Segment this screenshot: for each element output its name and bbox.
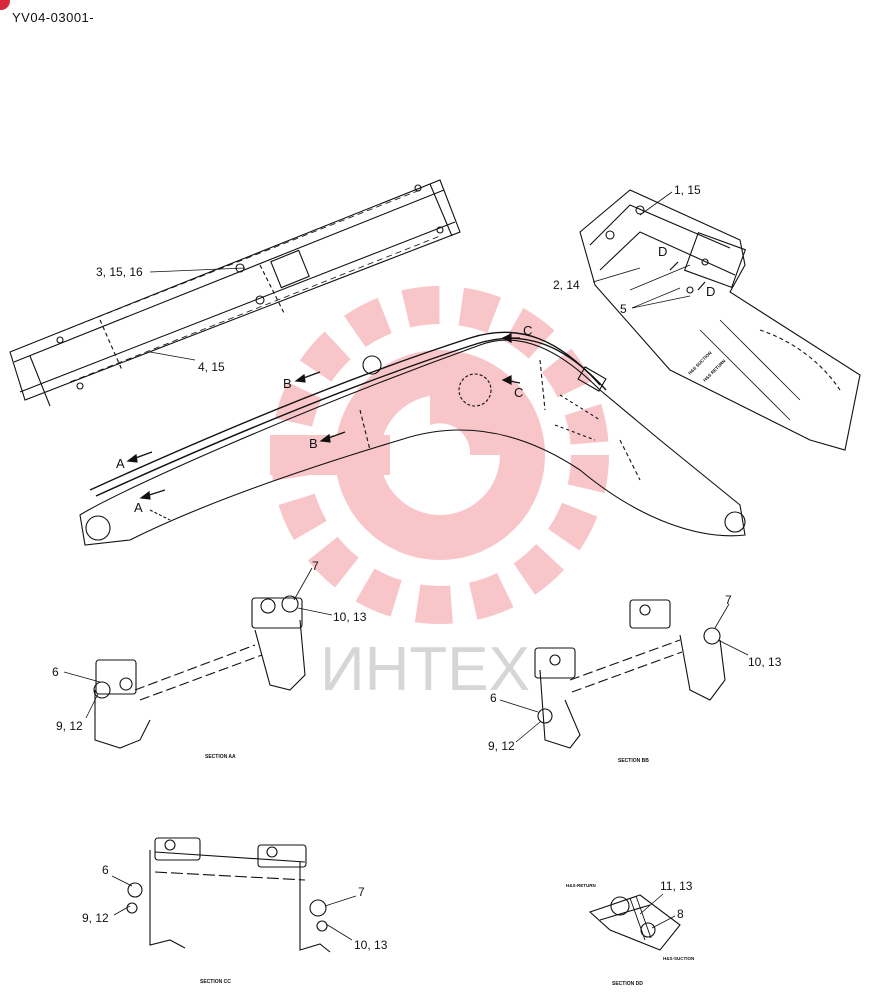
arm-assembly: [9, 179, 461, 407]
watermark-text: ИНТЕХ: [320, 635, 530, 704]
marker-b2: B: [309, 436, 318, 451]
boom-assembly: [79, 331, 746, 546]
section-arrows: [126, 261, 706, 500]
watermark-logo: [270, 286, 609, 624]
marker-d1: D: [658, 244, 667, 259]
section-aa-drawing: [93, 595, 306, 749]
callout-cc-7: 7: [358, 885, 365, 899]
callout-dd-8: 8: [677, 907, 684, 921]
section-aa-title: SECTION AA: [205, 754, 236, 760]
section-dd-drawing: [588, 894, 681, 951]
marker-d2: D: [706, 284, 715, 299]
section-cc-drawing: [126, 837, 331, 953]
callout-aa-6: 6: [52, 665, 59, 679]
tag-hs-return: H&S RETURN: [702, 358, 726, 382]
section-bb-title: SECTION BB: [618, 758, 649, 764]
callout-arm-top: 3, 15, 16: [96, 265, 143, 279]
callout-bb-6: 6: [490, 691, 497, 705]
section-bb-drawing: [534, 599, 726, 749]
section-dd-title: SECTION DD: [612, 981, 643, 987]
marker-a2: A: [134, 500, 143, 515]
callout-arm-bottom: 4, 15: [198, 360, 225, 374]
callout-bb-7: 7: [725, 593, 732, 607]
callout-bb-9-12: 9, 12: [488, 739, 515, 753]
marker-c2: C: [514, 385, 523, 400]
callout-bracket-2: 2, 14: [553, 278, 580, 292]
callout-bracket-5: 5: [620, 302, 627, 316]
document-code: YV04-03001-: [12, 10, 95, 25]
marker-a1: A: [116, 456, 125, 471]
callout-cc-9-12: 9, 12: [82, 911, 109, 925]
section-cc-title: SECTION CC: [200, 979, 231, 985]
callout-bb-10-13: 10, 13: [748, 655, 782, 669]
callout-cc-10-13: 10, 13: [354, 938, 388, 952]
base-bracket-assembly: [579, 189, 861, 451]
tag-dd-suction: H&S-SUCTION: [663, 956, 694, 961]
tag-dd-return: H&S-RETURN: [566, 883, 596, 888]
callout-aa-7: 7: [312, 559, 319, 573]
callout-aa-9-12: 9, 12: [56, 719, 83, 733]
corner-badge: [0, 0, 10, 10]
marker-b1: B: [283, 376, 292, 391]
callout-aa-10-13: 10, 13: [333, 610, 367, 624]
marker-c1: C: [523, 323, 532, 338]
callout-dd-11-13: 11, 13: [660, 879, 693, 893]
callout-cc-6: 6: [102, 863, 109, 877]
callout-bracket-1: 1, 15: [674, 183, 701, 197]
